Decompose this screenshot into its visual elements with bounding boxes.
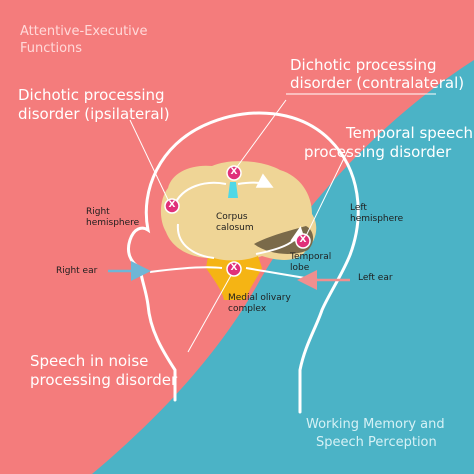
attentive-executive-line1: Attentive-Executive: [20, 24, 148, 39]
marker-symbol-contralateral: X: [230, 167, 238, 177]
marker-temporal: [295, 233, 311, 249]
head-outline: [126, 111, 360, 414]
marker-symbol-temporal: X: [299, 235, 307, 245]
right-ear-label: Right ear: [56, 266, 98, 276]
temporal-speech-line2: processing disorder: [304, 143, 452, 161]
working-memory-line2: Speech Perception: [316, 435, 437, 450]
marker-symbol-olivary: X: [230, 263, 238, 273]
right-hemisphere-line2: hemisphere: [86, 218, 140, 228]
speech-in-noise-line2: processing disorder: [30, 371, 178, 389]
dichotic-ipsilateral-line2: disorder (ipsilateral): [18, 105, 170, 123]
pointer-contralateral: [233, 99, 287, 172]
dichotic-contralateral-line1: Dichotic processing: [290, 56, 437, 74]
dichotic-contralateral-line2: disorder (contralateral): [290, 74, 465, 92]
right-hemisphere-line1: Right: [86, 207, 110, 217]
medial-olivary-line1: Medial olivary: [228, 293, 291, 303]
pointer-speech-noise: [187, 269, 235, 353]
dichotic-ipsilateral-line1: Dichotic processing: [18, 86, 165, 104]
corpus-band: [228, 182, 238, 198]
pointer-temporal: [303, 149, 349, 241]
pathway-ear-curve: [149, 266, 223, 273]
attentive-executive-line2: Functions: [20, 41, 83, 56]
temporal-lobe-line2: lobe: [290, 263, 310, 273]
working-memory-line1: Working Memory and: [306, 417, 445, 432]
marker-symbol-ipsilateral: X: [168, 200, 176, 210]
pathway-loop: [176, 224, 300, 259]
background-right-region: [92, 60, 474, 474]
left-hemisphere-line2: hemisphere: [350, 214, 404, 224]
marker-contralateral: [226, 165, 242, 181]
pointer-ipsilateral: [129, 119, 171, 205]
marker-ipsilateral: [164, 198, 180, 214]
corpus-calosum-line1: Corpus: [216, 212, 248, 222]
left-hemisphere-line1: Left: [350, 203, 367, 213]
marker-olivary: [226, 261, 242, 277]
temporal-lobe-line1: Temporal: [290, 252, 332, 262]
corpus-calosum-line2: calosum: [216, 223, 254, 233]
left-ear-label: Left ear: [358, 273, 393, 283]
temporal-speech-line1: Temporal speech: [346, 124, 473, 142]
medial-olivary-line2: complex: [228, 304, 267, 314]
speech-in-noise-line1: Speech in noise: [30, 352, 149, 370]
